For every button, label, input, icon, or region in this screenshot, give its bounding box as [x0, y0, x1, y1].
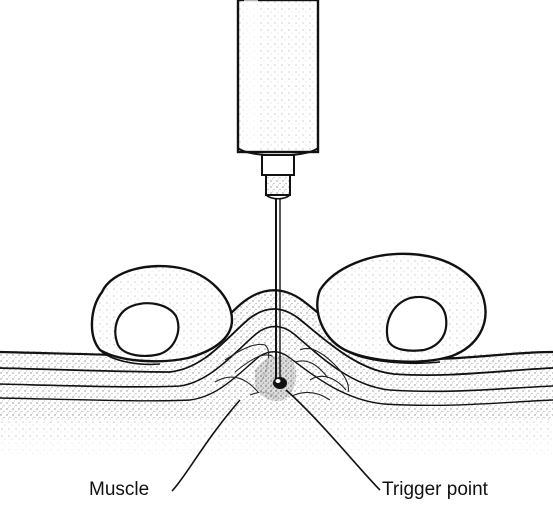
- fingertip-right: [317, 254, 485, 363]
- muscle-label: Muscle: [89, 480, 149, 499]
- trigger-point-marker: [273, 377, 287, 389]
- fingertip-left: [92, 266, 232, 364]
- trigger-point-label: Trigger point: [382, 480, 488, 499]
